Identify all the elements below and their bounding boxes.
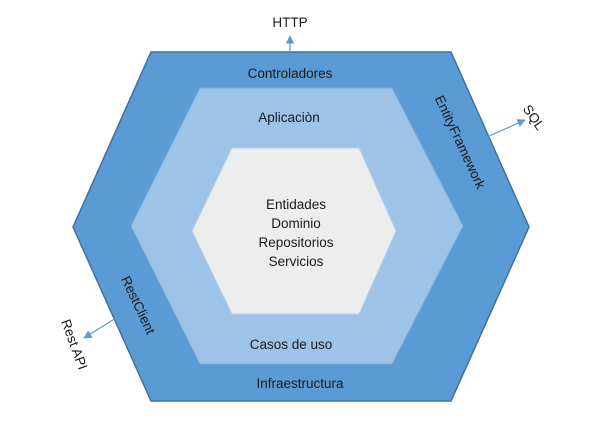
infraestructura-label: Infraestructura	[256, 376, 344, 391]
core-label-servicios: Servicios	[269, 254, 324, 269]
sql-arrow	[486, 119, 526, 138]
aplicacion-label: Aplicaciòn	[258, 110, 320, 125]
core-label-repositorios: Repositorios	[258, 235, 333, 250]
core-label-dominio: Dominio	[271, 216, 321, 231]
inner-hexagon-domain	[191, 147, 397, 315]
core-label-entidades: Entidades	[266, 197, 326, 212]
rest-api-arrow	[83, 317, 117, 339]
rest-api-label: Rest API	[58, 317, 90, 371]
casos-de-uso-label: Casos de uso	[250, 337, 333, 352]
http-label: HTTP	[272, 15, 307, 30]
controladores-label: Controladores	[248, 66, 333, 81]
sql-label: SQL	[520, 102, 548, 133]
